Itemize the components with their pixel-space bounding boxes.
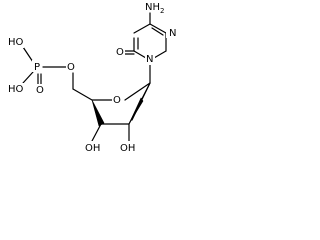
ring-n1-label: N — [146, 54, 153, 65]
amino-label: NH2 — [145, 2, 164, 15]
bond-c4-n3 — [133, 23, 151, 34]
wedge-c4prime-c3prime — [91, 99, 105, 127]
carbonyl-o-label: O — [116, 47, 124, 58]
oh-3-bg — [84, 141, 104, 153]
ester-o-bg — [66, 60, 76, 72]
bond-c3prime-oh — [91, 123, 102, 142]
bond-n1-c2 — [133, 50, 147, 59]
ester-o-label: O — [67, 62, 75, 73]
bond-c4-c5 — [149, 23, 167, 34]
ring-n-top-bg — [166, 26, 176, 38]
chemical-structure: NH2 N O N O P O HO HO O OH OH — [0, 0, 180, 161]
ring-n1-bg — [145, 53, 155, 65]
structure-drawing: NH2 N O N O P O HO HO O OH OH — [6, 0, 176, 154]
bond-c6-n1 — [153, 50, 167, 59]
oh-2-label: OH — [120, 143, 135, 154]
phosphate-oh-bottom-label: HO — [8, 84, 24, 95]
bonds — [22, 12, 167, 142]
phosphate-o-double-bg — [35, 84, 45, 96]
carbonyl-o-bg — [115, 46, 125, 58]
phosphate-oh-top-bg — [6, 36, 24, 48]
phosphate-o-double-label: O — [36, 85, 44, 96]
atom-labels: NH2 N O N O P O HO HO O OH OH — [6, 0, 176, 154]
bond-c1prime-o4 — [124, 82, 151, 101]
ring-o-bg — [112, 94, 122, 106]
bond-c4prime-c5prime — [72, 88, 93, 101]
bond-p-oh-bottom — [22, 71, 34, 84]
wedges — [91, 97, 144, 127]
wedge-c2prime-methyl — [128, 97, 144, 125]
phosphate-p-label: P — [34, 62, 40, 73]
bond-c4-c5-double — [151, 27, 164, 36]
phosphate-p-bg — [32, 60, 42, 72]
phosphate-oh-bottom-bg — [6, 83, 24, 95]
ring-o-label: O — [113, 95, 121, 106]
oh-3-label: OH — [85, 143, 100, 154]
oh-2-bg — [119, 141, 139, 153]
ring-n-top-label: N — [169, 28, 176, 39]
amino-label-bg — [143, 0, 167, 12]
bond-p-oh-top — [22, 46, 34, 63]
phosphate-oh-top-label: HO — [8, 37, 24, 48]
